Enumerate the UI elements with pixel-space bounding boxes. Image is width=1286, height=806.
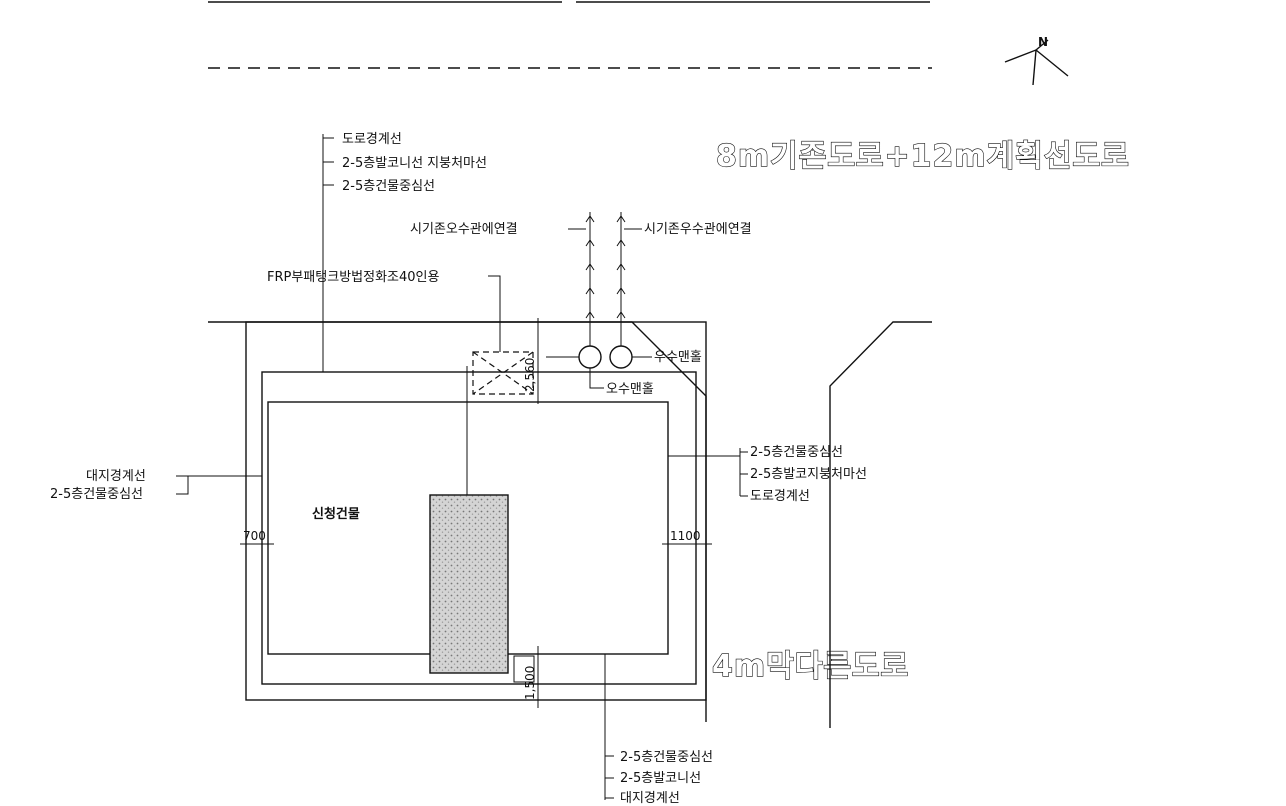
eave-line xyxy=(261,371,697,685)
sewer-left-label: 시기존오수관에연결 xyxy=(410,222,518,237)
bottom-label-2: 2-5층발코니선 xyxy=(620,771,701,786)
sewer-pipes xyxy=(585,212,626,346)
bottom-label-1: 2-5층건물중심선 xyxy=(620,750,713,765)
dimension-top: 2,560 xyxy=(523,318,539,404)
top-label-3: 2-5층건물중심선 xyxy=(342,179,435,194)
left-leader-group: 대지경계선 2-5층건물중심선 xyxy=(50,469,262,502)
top-road-edge-lines xyxy=(208,1,932,69)
north-arrow-icon: N xyxy=(1004,35,1069,86)
dimension-right: 1100 xyxy=(662,529,712,545)
top-leader-group: 도로경계선 2-5층발코니선 지붕처마선 2-5층건물중심선 xyxy=(322,132,487,372)
right-label-3: 도로경계선 xyxy=(750,489,810,504)
building-label: 신청건물 xyxy=(312,506,360,522)
left-label-1: 대지경계선 xyxy=(86,469,146,484)
right-label-1: 2-5층건물중심선 xyxy=(750,445,843,460)
bottom-road-label: 4m막다른도로 xyxy=(712,649,909,684)
north-letter: N xyxy=(1038,35,1048,49)
left-label-2: 2-5층건물중심선 xyxy=(50,487,143,502)
top-road-label: 8m기존도로+12m계획선도로 xyxy=(716,139,1130,174)
dim-bottom-value: 1,500 xyxy=(523,666,537,700)
rain-manhole-label: 우수맨홀 xyxy=(654,350,702,365)
frp-tank-label: FRP부패탱크방법정화조40인용 xyxy=(267,270,439,285)
dim-top-value: 2,560 xyxy=(523,358,537,392)
right-label-2: 2-5층발코지붕처마선 xyxy=(750,467,867,482)
septic-tank xyxy=(466,351,534,495)
dimension-left: 700 xyxy=(240,529,274,545)
dimension-bottom: 1,500 xyxy=(523,646,539,708)
bottom-leader-group: 2-5층건물중심선 2-5층발코니선 대지경계선 xyxy=(604,654,713,806)
entry-box xyxy=(513,655,535,683)
sewage-manhole-label: 오수맨홀 xyxy=(606,382,654,397)
sewer-right-label: 시기존우수관에연결 xyxy=(644,222,752,237)
sewage-manhole-icon xyxy=(578,345,602,369)
stair-core xyxy=(429,494,509,674)
site-boundary xyxy=(245,321,707,701)
top-label-1: 도로경계선 xyxy=(342,132,402,147)
right-leader-group: 2-5층건물중심선 2-5층발코지붕처마선 도로경계선 xyxy=(668,445,867,504)
dim-left-value: 700 xyxy=(243,529,266,543)
top-label-2: 2-5층발코니선 지붕처마선 xyxy=(342,156,487,171)
rain-manhole-icon xyxy=(609,345,633,369)
bottom-label-3: 대지경계선 xyxy=(620,791,680,806)
dim-right-value: 1100 xyxy=(670,529,701,543)
